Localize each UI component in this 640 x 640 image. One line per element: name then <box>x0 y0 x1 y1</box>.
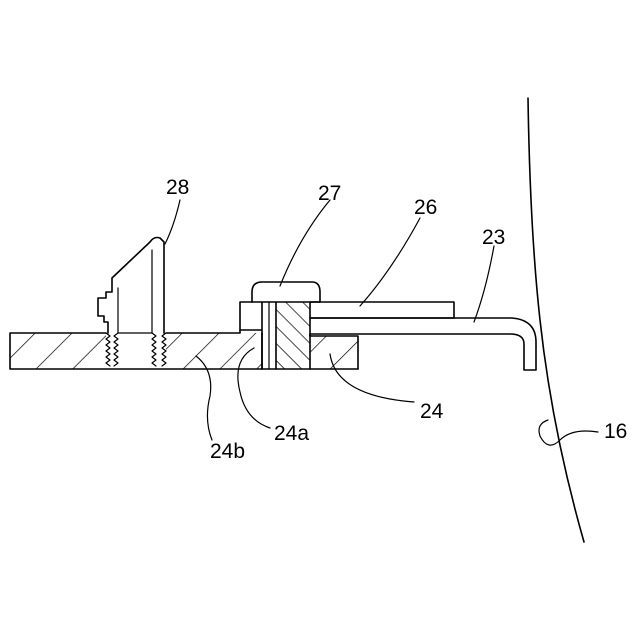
base-plate-right-hatch <box>310 336 358 369</box>
leader-23 <box>474 246 494 322</box>
clip-outline <box>98 238 164 334</box>
thread-left-a <box>106 333 110 366</box>
leader-26 <box>360 218 420 306</box>
base-plate-left-hatch <box>10 333 106 369</box>
label-24: 24 <box>420 400 444 423</box>
threaded-holes <box>106 333 166 366</box>
label-28: 28 <box>166 176 189 199</box>
clip-28 <box>98 238 164 334</box>
label-23: 23 <box>482 226 505 249</box>
plate-26 <box>310 302 454 318</box>
thread-right-a <box>152 333 156 366</box>
label-24b: 24b <box>210 440 245 463</box>
label-16: 16 <box>604 420 627 443</box>
label-26: 26 <box>414 196 437 219</box>
rivet-shank-hatch <box>276 302 310 369</box>
leader-27 <box>280 200 330 286</box>
leader-28 <box>165 200 180 244</box>
thread-left-b <box>114 333 118 366</box>
label-24a: 24a <box>274 422 309 445</box>
label-27: 27 <box>318 182 341 205</box>
reference-labels: 28 27 26 23 24 24a 24b 16 <box>166 176 627 463</box>
base-plate-middle-hatch <box>166 333 262 369</box>
thread-right-b <box>162 333 166 366</box>
plate-26-outline <box>310 302 454 318</box>
curved-wall-16 <box>528 98 584 542</box>
leader-16 <box>539 420 598 445</box>
rivet-head <box>252 282 320 302</box>
